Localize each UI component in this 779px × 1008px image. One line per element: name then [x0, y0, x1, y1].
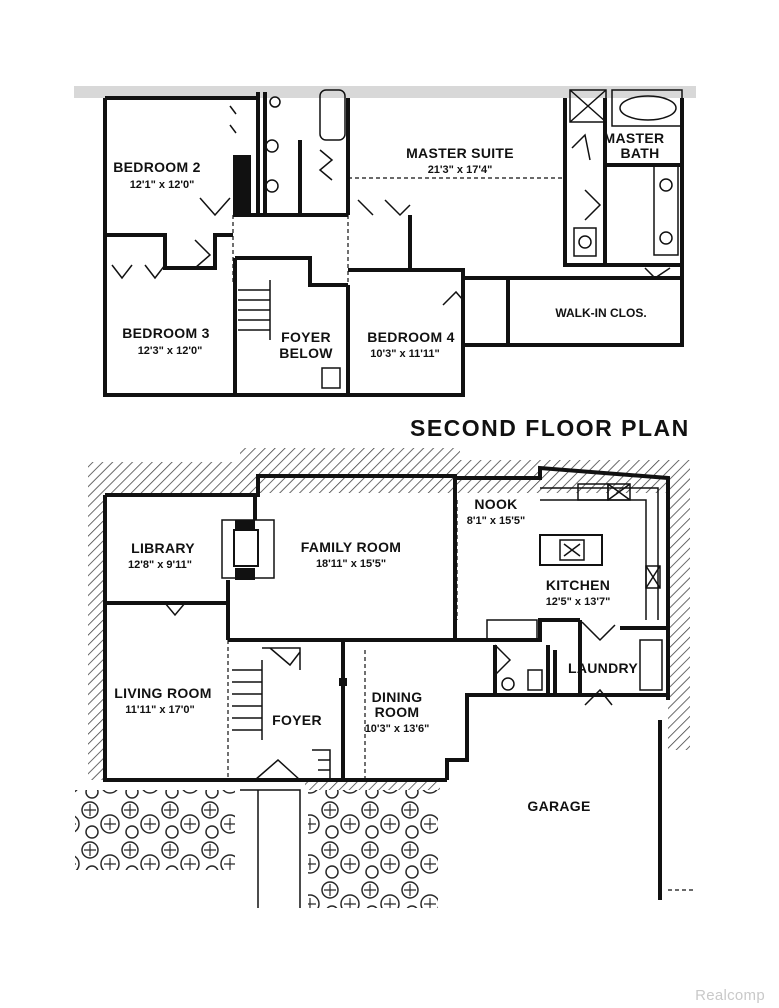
room-label-bedroom-3: BEDROOM 3: [122, 325, 210, 341]
first-floor-labels: LIBRARY 12'8" x 9'11" FAMILY ROOM 18'11"…: [114, 496, 638, 814]
stairs-icon: [232, 647, 301, 740]
first-floor-plan: [75, 448, 695, 908]
room-label-bedroom-4: BEDROOM 4: [367, 329, 455, 345]
room-label-family-room: FAMILY ROOM: [301, 539, 402, 555]
room-dims-bedroom-4: 10'3" x 11'11": [370, 348, 440, 360]
room-label-walk-in-closet: WALK-IN CLOS.: [555, 306, 646, 320]
room-label-foyer-below: FOYER: [281, 329, 331, 345]
room-dims-bedroom-2: 12'1" x 12'0": [130, 179, 195, 191]
room-label-kitchen: KITCHEN: [546, 577, 610, 593]
room-label-foyer-below-2: BELOW: [279, 345, 333, 361]
stairs-icon: [238, 280, 271, 340]
room-label-living-room: LIVING ROOM: [114, 685, 211, 701]
room-label-bedroom-2: BEDROOM 2: [113, 159, 201, 175]
room-label-laundry: LAUNDRY: [568, 660, 638, 676]
room-label-nook: NOOK: [474, 496, 517, 512]
room-dims-family-room: 18'11" x 15'5": [316, 558, 386, 570]
room-dims-nook: 8'1" x 15'5": [467, 515, 525, 527]
room-label-dining-room-2: ROOM: [375, 704, 420, 720]
room-label-foyer: FOYER: [272, 712, 322, 728]
room-label-dining-room: DINING: [372, 689, 423, 705]
room-dims-kitchen: 12'5" x 13'7": [546, 596, 611, 608]
room-label-garage: GARAGE: [527, 798, 590, 814]
room-label-master-bath-2: BATH: [620, 145, 659, 161]
room-dims-bedroom-3: 12'3" x 12'0": [138, 345, 203, 357]
room-dims-dining-room: 10'3" x 13'6": [365, 723, 430, 735]
room-dims-library: 12'8" x 9'11": [128, 559, 192, 571]
room-label-library: LIBRARY: [131, 540, 195, 556]
room-dims-master-suite: 21'3" x 17'4": [428, 164, 493, 176]
second-floor-plan-title: SECOND FLOOR PLAN: [410, 415, 690, 441]
room-dims-living-room: 11'11" x 17'0": [125, 704, 195, 716]
room-label-master-suite: MASTER SUITE: [406, 145, 514, 161]
second-floor-plan: [74, 86, 696, 397]
realcomp-watermark: Realcomp: [695, 987, 765, 1004]
second-floor-labels: BEDROOM 2 12'1" x 12'0" BEDROOM 3 12'3" …: [113, 130, 690, 441]
room-label-master-bath: MASTER: [604, 130, 665, 146]
